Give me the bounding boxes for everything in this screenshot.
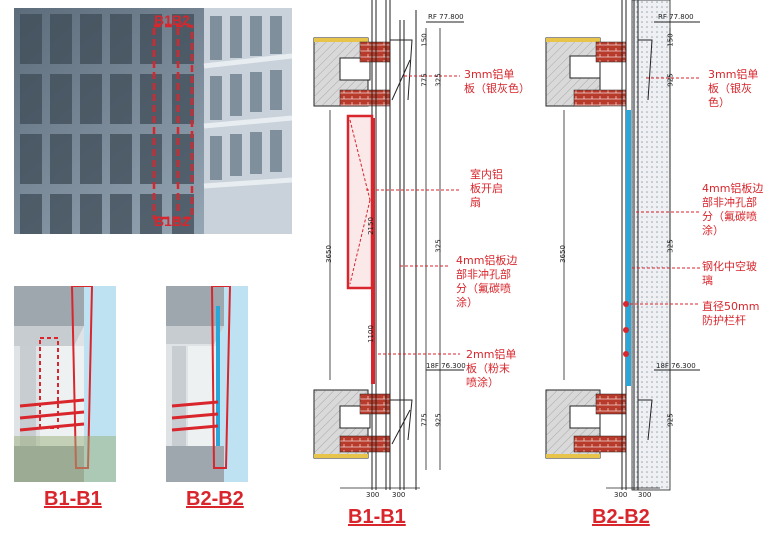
section-b1-drawing [313, 0, 464, 490]
b1-dim-325: 325 [434, 73, 443, 87]
b2-note-aluminium-panel: 3mm铝单 板（银灰 色） [708, 68, 759, 109]
facade-photo: B1B2 B1B2 [14, 8, 292, 234]
b2-dim-925b: 925 [666, 413, 675, 427]
view-b1-drawing [14, 286, 116, 482]
b1-dim-bottom-2: 300 [392, 491, 406, 499]
b1-dim-1100: 1100 [366, 325, 375, 343]
b1-dim-325b: 325 [434, 239, 443, 253]
b1-dim-150: 150 [420, 33, 429, 47]
b2-note-edge-panel: 4mm铝板边 部非冲孔部 分（氟碳喷 涂） [702, 182, 764, 237]
b1-note-operable-panel: 室内铝 板开启 扇 [470, 168, 503, 209]
section-b1: RF 77.800 18F 76.300 150 775 325 2150 11… [300, 0, 540, 537]
view-b1-3d [14, 286, 116, 482]
b2-title: B2-B2 [592, 506, 650, 528]
b2-note-railing: 直径50mm 防护栏杆 [702, 300, 760, 327]
b2-dim-bottom-2: 300 [638, 491, 652, 499]
b1-dim-3650: 3650 [324, 245, 333, 263]
b1-title: B1-B1 [348, 506, 406, 528]
b2-dim-bottom-1: 300 [614, 491, 628, 499]
photo-tag-top: B1B2 [154, 12, 190, 28]
view-b2-3d [166, 286, 248, 482]
b2-dim-3650: 3650 [558, 245, 567, 263]
photo-tag-bottom: B1B2 [154, 213, 190, 229]
b1-level-top: RF 77.800 [428, 13, 464, 21]
b1-dim-2150: 2150 [366, 217, 375, 235]
b1-note-aluminium-panel: 3mm铝单 板（银灰色） [464, 68, 530, 95]
section-b2: RF 77.800 18F 76.300 150 925 3650 325 92… [540, 0, 700, 537]
b2-dim-925: 925 [666, 73, 675, 87]
b1-dim-775b: 775 [420, 413, 429, 427]
facade-photo-drawing [14, 8, 292, 234]
b2-dim-325: 325 [666, 239, 675, 253]
b1-level-bottom: 18F 76.300 [426, 362, 466, 370]
b2-level-top: RF 77.800 [658, 13, 694, 21]
view-b1-label: B1-B1 [44, 488, 102, 510]
b1-dim-925: 925 [434, 413, 443, 427]
b2-level-bottom: 18F 76.300 [656, 362, 696, 370]
b1-dim-775: 775 [420, 73, 429, 87]
section-b2-drawing [545, 0, 700, 491]
b2-note-glass: 钢化中空玻 璃 [702, 260, 757, 287]
view-b2-drawing [166, 286, 248, 482]
view-b2-label: B2-B2 [186, 488, 244, 510]
b1-dim-bottom-1: 300 [366, 491, 380, 499]
b1-note-thin-panel: 2mm铝单 板（粉末 喷涂） [466, 348, 517, 389]
b1-note-edge-panel: 4mm铝板边 部非冲孔部 分（氟碳喷 涂） [456, 254, 518, 309]
b2-dim-150: 150 [666, 33, 675, 47]
